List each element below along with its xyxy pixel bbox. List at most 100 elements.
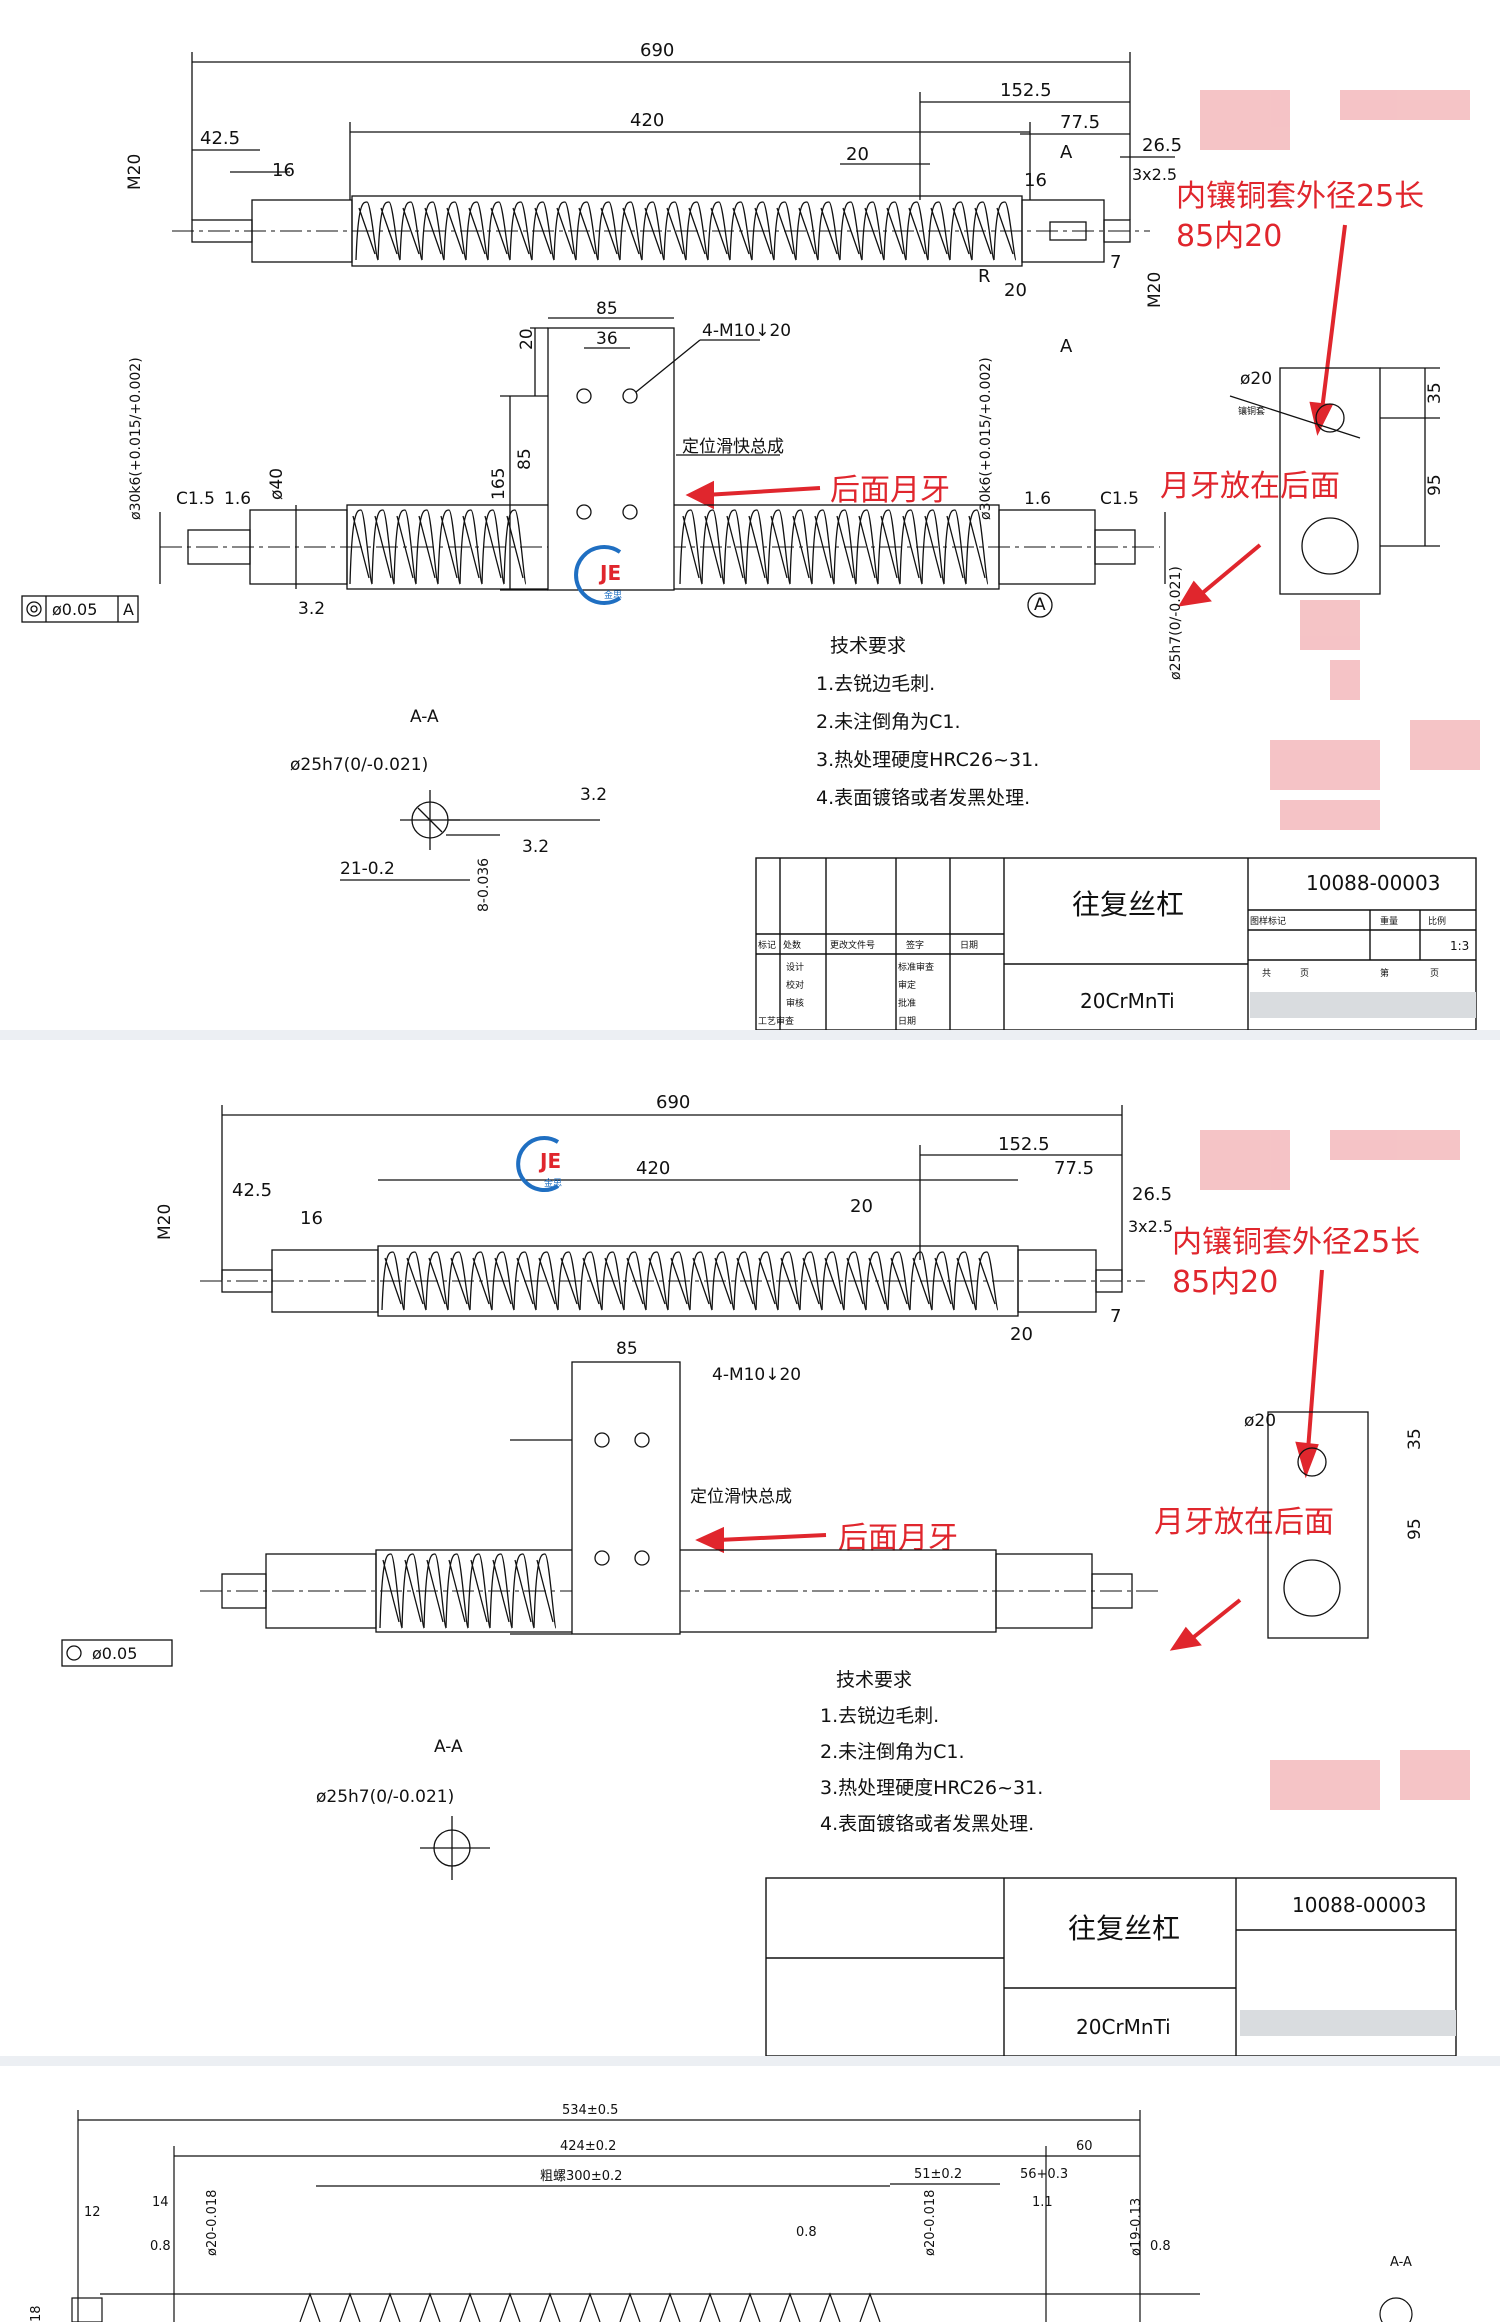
dim-20: 20 bbox=[846, 144, 869, 165]
tb-count: 处数 bbox=[783, 939, 801, 951]
datum-a: A bbox=[1034, 595, 1046, 615]
anno-put-back: 月牙放在后面 bbox=[1160, 469, 1340, 504]
s2-dim-42: 42.5 bbox=[232, 1180, 272, 1201]
tb-date2: 日期 bbox=[898, 1016, 916, 1027]
tech-title: 技术要求 bbox=[830, 635, 906, 657]
side-95: 95 bbox=[1425, 474, 1445, 496]
tb-weight: 重量 bbox=[1380, 915, 1398, 927]
b-d7: 1.1 bbox=[1032, 2195, 1053, 2210]
logo: JE 金思 bbox=[574, 545, 622, 605]
b-d5: 12 bbox=[84, 2205, 101, 2220]
b-d6: 14 bbox=[152, 2195, 169, 2210]
scale: 1:3 bbox=[1450, 939, 1469, 953]
m20-right: M20 bbox=[1145, 272, 1165, 308]
s2-dim-26: 26.5 bbox=[1132, 1184, 1172, 1205]
part-name: 往复丝杠 bbox=[1072, 888, 1184, 921]
anno-copper: 内镶铜套外径25长 bbox=[1176, 179, 1424, 214]
drawing-sheet-3: 534±0.5 424±0.2 60 粗螺300±0.2 51±0.2 56+0… bbox=[0, 2066, 1500, 2322]
tb-design: 设计 bbox=[786, 961, 804, 973]
dia30-left: ø30k6(+0.015/+0.002) bbox=[128, 357, 144, 520]
drawing-sheet-1: 690 420 152.5 77.5 26.5 3x2.5 42.5 16 20… bbox=[0, 0, 1500, 1030]
tb-sign: 签字 bbox=[906, 939, 924, 951]
tb-page2: 页 bbox=[1430, 968, 1439, 979]
chamfer-left: C1.5 bbox=[176, 489, 215, 509]
material: 20CrMnTi bbox=[1080, 989, 1175, 1013]
s2-part-no: 10088-00003 bbox=[1292, 1893, 1426, 1917]
sheet-separator-2 bbox=[0, 2056, 1500, 2066]
tb-std: 标准审查 bbox=[898, 961, 934, 973]
tol-datum: A bbox=[123, 600, 134, 619]
tb-date: 日期 bbox=[960, 940, 978, 951]
s2-logo-sub: 金思 bbox=[544, 1177, 562, 1189]
dim-152: 152.5 bbox=[1000, 80, 1052, 101]
rough-16-right: 1.6 bbox=[1024, 489, 1051, 509]
section-title: A-A bbox=[410, 707, 439, 727]
b-18: 18 bbox=[29, 2305, 44, 2322]
side-note: 镶铜套 bbox=[1238, 405, 1265, 417]
b-d4: 56+0.3 bbox=[1020, 2167, 1068, 2182]
sheet-separator-1 bbox=[0, 1030, 1500, 1040]
top-thread bbox=[355, 201, 1017, 261]
blur-bar bbox=[1250, 992, 1476, 1018]
dim-77: 77.5 bbox=[1060, 112, 1100, 133]
tb-no: 第 bbox=[1380, 967, 1389, 979]
sheet-3-svg: 534±0.5 424±0.2 60 粗螺300±0.2 51±0.2 56+0… bbox=[29, 2103, 1413, 2322]
dim-85: 85 bbox=[596, 299, 618, 319]
s2-tech-3: 3.热处理硬度HRC26~31. bbox=[820, 1777, 1043, 1799]
sec-a-bottom: A bbox=[1060, 336, 1073, 357]
radius-20: 20 bbox=[1004, 280, 1027, 301]
s2-dim-20: 20 bbox=[850, 1196, 873, 1217]
s2-logo: JE 金思 bbox=[516, 1136, 562, 1192]
key-21: 21-0.2 bbox=[340, 859, 395, 879]
section-dia25: ø25h7(0/-0.021) bbox=[290, 755, 428, 775]
tb-process: 工艺审查 bbox=[758, 1015, 794, 1027]
b-section: A-A bbox=[1390, 2255, 1412, 2270]
logo-text: JE bbox=[598, 561, 621, 585]
logo-sub: 金思 bbox=[604, 589, 622, 601]
s2-dim-85: 85 bbox=[616, 1339, 638, 1359]
s2-tech-2: 2.未注倒角为C1. bbox=[820, 1741, 965, 1763]
s2-slider: 定位滑快总成 bbox=[690, 1487, 792, 1507]
s2-redaction bbox=[1200, 1130, 1470, 1810]
drawing-sheet-2: 690 420 152.5 77.5 26.5 3x2.5 42.5 16 20… bbox=[0, 1040, 1500, 2056]
b-d2: 60 bbox=[1076, 2139, 1093, 2154]
s2-side-95: 95 bbox=[1405, 1518, 1425, 1540]
dim-36: 36 bbox=[596, 329, 618, 349]
dim-16: 16 bbox=[272, 160, 295, 181]
tol-value: ø0.05 bbox=[52, 600, 97, 619]
s2-holes: 4-M10↓20 bbox=[712, 1365, 801, 1385]
s2-anno-copper-2: 85内20 bbox=[1172, 1265, 1278, 1300]
s2-side-dia: ø20 bbox=[1244, 1411, 1276, 1431]
dim-42: 42.5 bbox=[200, 128, 240, 149]
dim-7: 7 bbox=[1110, 252, 1121, 273]
tb-approve2: 批准 bbox=[898, 997, 916, 1009]
dim-26: 26.5 bbox=[1142, 135, 1182, 156]
s2-tech-4: 4.表面镀铬或者发黑处理. bbox=[820, 1813, 1034, 1835]
dia40: ø40 bbox=[267, 468, 287, 500]
tech-1: 1.去锐边毛刺. bbox=[816, 673, 935, 695]
slider-label: 定位滑快总成 bbox=[682, 437, 784, 457]
s2-part-name: 往复丝杠 bbox=[1068, 1912, 1180, 1945]
s2-dim-420: 420 bbox=[636, 1158, 670, 1179]
b-dia3: ø19-0.13 bbox=[1129, 2198, 1144, 2256]
side-35: 35 bbox=[1425, 382, 1445, 404]
tb-change: 更改文件号 bbox=[830, 939, 875, 951]
b-total: 534±0.5 bbox=[562, 2103, 618, 2118]
b-r2: 0.8 bbox=[796, 2225, 817, 2240]
s2-dim-152: 152.5 bbox=[998, 1134, 1050, 1155]
s2-tech-title: 技术要求 bbox=[836, 1669, 912, 1691]
b-r1: 0.8 bbox=[150, 2239, 171, 2254]
b-dia1: ø20-0.018 bbox=[205, 2190, 220, 2256]
tb-mark: 标记 bbox=[758, 939, 776, 951]
s2-dia25: ø25h7(0/-0.021) bbox=[316, 1787, 454, 1807]
tb-review: 审核 bbox=[786, 997, 804, 1009]
dia30-right: ø30k6(+0.015/+0.002) bbox=[978, 357, 994, 520]
s2-tol: ø0.05 bbox=[92, 1644, 137, 1663]
sheet-2-svg: 690 420 152.5 77.5 26.5 3x2.5 42.5 16 20… bbox=[61, 1092, 1470, 2056]
tb-pattern: 图样标记 bbox=[1250, 915, 1286, 927]
tech-4: 4.表面镀铬或者发黑处理. bbox=[816, 787, 1030, 809]
tech-3: 3.热处理硬度HRC26~31. bbox=[816, 749, 1039, 771]
s2-dim-16: 16 bbox=[300, 1208, 323, 1229]
s2-radius: 20 bbox=[1010, 1324, 1033, 1345]
sheet-1-svg: 690 420 152.5 77.5 26.5 3x2.5 42.5 16 20… bbox=[21, 40, 1480, 1030]
